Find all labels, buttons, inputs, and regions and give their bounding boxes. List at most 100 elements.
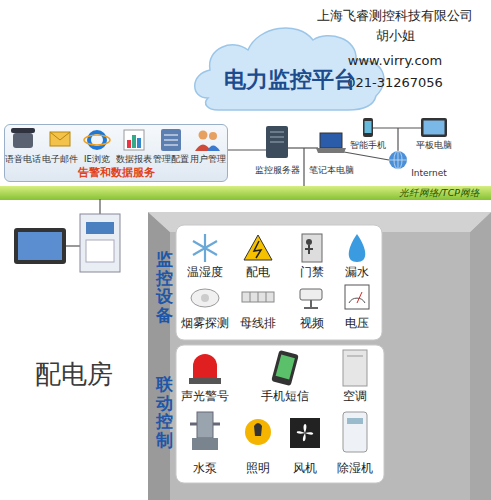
text-label: 烟雾探测 xyxy=(181,315,229,332)
text-label: 母线排 xyxy=(240,315,276,332)
label-holder: 母线排 xyxy=(240,315,276,332)
temperature-icon xyxy=(193,234,217,262)
icon-part xyxy=(305,245,313,254)
text-label: 声光警号 xyxy=(181,388,229,405)
server-icon xyxy=(266,126,288,158)
icon-part xyxy=(50,132,70,140)
icon-part xyxy=(124,130,144,150)
text-label: 门禁 xyxy=(300,264,324,281)
label-holder: 021-31267056 xyxy=(347,75,443,90)
label-holder: www.virry.com xyxy=(348,53,442,68)
label-holder: 门禁 xyxy=(300,264,324,281)
label-holder: 上海飞睿测控科技有限公司 xyxy=(317,7,473,25)
icon-part xyxy=(343,350,367,386)
icon-part xyxy=(266,126,288,158)
label-holder: 水泵 xyxy=(193,460,217,477)
icon-part xyxy=(86,240,114,262)
icon-part xyxy=(424,121,445,135)
icon-part xyxy=(245,419,271,445)
text-label: 漏水 xyxy=(345,264,369,281)
text-label: 智能手机 xyxy=(350,140,386,152)
icon-part xyxy=(84,135,110,145)
mail-icon xyxy=(50,132,70,146)
icon-part xyxy=(276,355,295,380)
label-holder: 语音电话 xyxy=(5,154,41,166)
camera-icon xyxy=(300,289,322,308)
text-label: 电压 xyxy=(345,315,369,332)
icon-part xyxy=(161,129,181,151)
text-label: 上海飞睿测控科技有限公司 xyxy=(317,7,473,25)
label-holder: 手机短信 xyxy=(261,388,309,405)
vertical-heading: 联动控制 xyxy=(156,375,173,450)
node-label: 告警和数据服务 xyxy=(5,166,227,180)
text-label: 电子邮件 xyxy=(42,154,78,166)
text-label: 空调 xyxy=(343,388,367,405)
icon-part xyxy=(290,418,320,448)
voltage-icon xyxy=(345,285,369,309)
busbar-icon xyxy=(242,292,274,302)
icon-part xyxy=(316,148,346,153)
label-holder: 胡小姐 xyxy=(376,27,415,45)
icon-part xyxy=(176,345,384,483)
report-icon xyxy=(124,130,144,150)
ac-icon xyxy=(343,350,367,386)
icon-part xyxy=(80,214,120,272)
icon-part xyxy=(250,292,266,302)
icon-part xyxy=(207,146,220,152)
icon-part xyxy=(191,289,219,307)
icon-part xyxy=(288,147,318,148)
power-icon xyxy=(244,235,272,260)
icon-part xyxy=(320,133,342,148)
icon-part xyxy=(197,412,213,438)
icon-part xyxy=(304,300,318,308)
icon-part xyxy=(209,132,217,140)
text-label: 除湿机 xyxy=(337,460,373,477)
service-panel: 告警和数据服务 xyxy=(4,124,228,182)
text-label: 用户管理 xyxy=(190,154,226,166)
phone-icon xyxy=(11,128,35,148)
leak-icon xyxy=(349,234,366,262)
text-label: Internet xyxy=(411,168,447,178)
icon-part xyxy=(363,118,373,137)
icon-part xyxy=(132,135,136,148)
text-label: 笔记本电脑 xyxy=(309,165,354,177)
icon-part xyxy=(357,292,362,303)
label-holder: 笔记本电脑 xyxy=(309,165,354,177)
node-label: 配电房 xyxy=(35,357,145,392)
icon-part xyxy=(201,294,209,302)
icon-part xyxy=(192,438,218,450)
text-label: 手机短信 xyxy=(261,388,309,405)
icon-part xyxy=(189,378,221,384)
icon-part xyxy=(302,234,322,262)
icon-part xyxy=(253,423,263,438)
label-holder: 数据报表 xyxy=(116,154,152,166)
text-label: 数据报表 xyxy=(116,154,152,166)
icon-part xyxy=(14,228,66,264)
icon-part xyxy=(164,135,178,145)
touchscreen-icon xyxy=(14,228,66,264)
label-holder: 管理配置 xyxy=(153,154,189,166)
label-holder: 电压 xyxy=(345,315,369,332)
network-bar: 光纤网络/TCP网络 xyxy=(0,186,491,200)
config-icon xyxy=(161,129,181,151)
icon-part xyxy=(193,354,217,378)
text-label: 配电 xyxy=(246,264,270,281)
globe-icon xyxy=(389,151,407,169)
icon-part xyxy=(18,232,62,260)
icon-part xyxy=(13,133,33,148)
label-holder: IE浏览 xyxy=(84,154,110,166)
light-icon xyxy=(245,419,271,445)
icon-part xyxy=(349,234,366,262)
icon-part xyxy=(300,289,322,300)
label-holder: 温湿度 xyxy=(187,264,223,281)
label-holder: 配电 xyxy=(246,264,270,281)
icon-part xyxy=(242,292,274,302)
icon-part xyxy=(66,245,80,246)
pump-icon xyxy=(190,412,220,450)
text-label: 021-31267056 xyxy=(347,75,443,90)
label-holder: 用户管理 xyxy=(190,154,226,166)
icon-part xyxy=(270,132,284,142)
vertical-heading: 监控设备 xyxy=(156,250,173,325)
icon-part xyxy=(345,285,369,309)
